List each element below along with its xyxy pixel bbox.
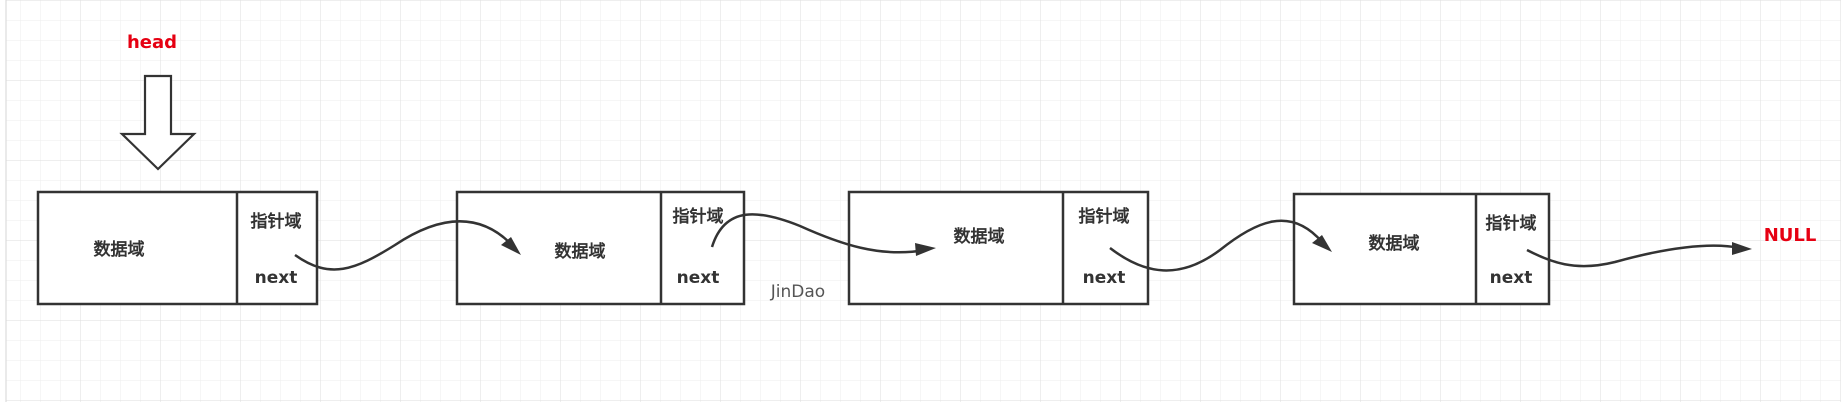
data-field-label: 数据域: [954, 226, 1005, 247]
list-node: 数据域 指针域 next: [1292, 192, 1551, 306]
arrowhead-icon: [1312, 235, 1332, 252]
head-down-arrow-icon: [119, 74, 197, 171]
next-label: next: [1490, 268, 1533, 288]
node-box: [1292, 192, 1551, 306]
link-arrow: [1109, 219, 1332, 272]
link-arrow: [1526, 242, 1752, 268]
data-field-label: 数据域: [555, 241, 606, 262]
arrowhead-icon: [915, 243, 936, 256]
node-box: [455, 190, 746, 306]
pointer-field-label: 指针域: [1486, 213, 1537, 234]
head-label: head: [127, 32, 177, 53]
pointer-field-label: 指针域: [1079, 206, 1130, 227]
arrowhead-icon: [501, 237, 521, 255]
link-curve: [710, 213, 926, 254]
link-curve: [294, 220, 513, 271]
watermark-text: JinDao: [770, 282, 825, 302]
link-arrow: [710, 213, 936, 256]
next-label: next: [677, 268, 720, 288]
pointer-field-label: 指针域: [673, 206, 724, 227]
list-node: 数据域 指针域 next: [36, 190, 319, 306]
link-curve: [1109, 219, 1323, 272]
link-curve: [1526, 244, 1741, 268]
pointer-field-label: 指针域: [251, 211, 302, 232]
data-field-label: 数据域: [1369, 233, 1420, 254]
next-label: next: [255, 268, 298, 288]
list-node: 数据域 指针域 next: [455, 190, 746, 306]
list-node: 数据域 指针域 next: [847, 190, 1150, 306]
null-label: NULL: [1764, 225, 1817, 246]
arrowhead-icon: [1732, 242, 1752, 255]
data-field-label: 数据域: [94, 239, 145, 260]
link-arrow: [294, 220, 521, 271]
next-label: next: [1083, 268, 1126, 288]
node-box: [847, 190, 1150, 306]
node-box: [36, 190, 319, 306]
